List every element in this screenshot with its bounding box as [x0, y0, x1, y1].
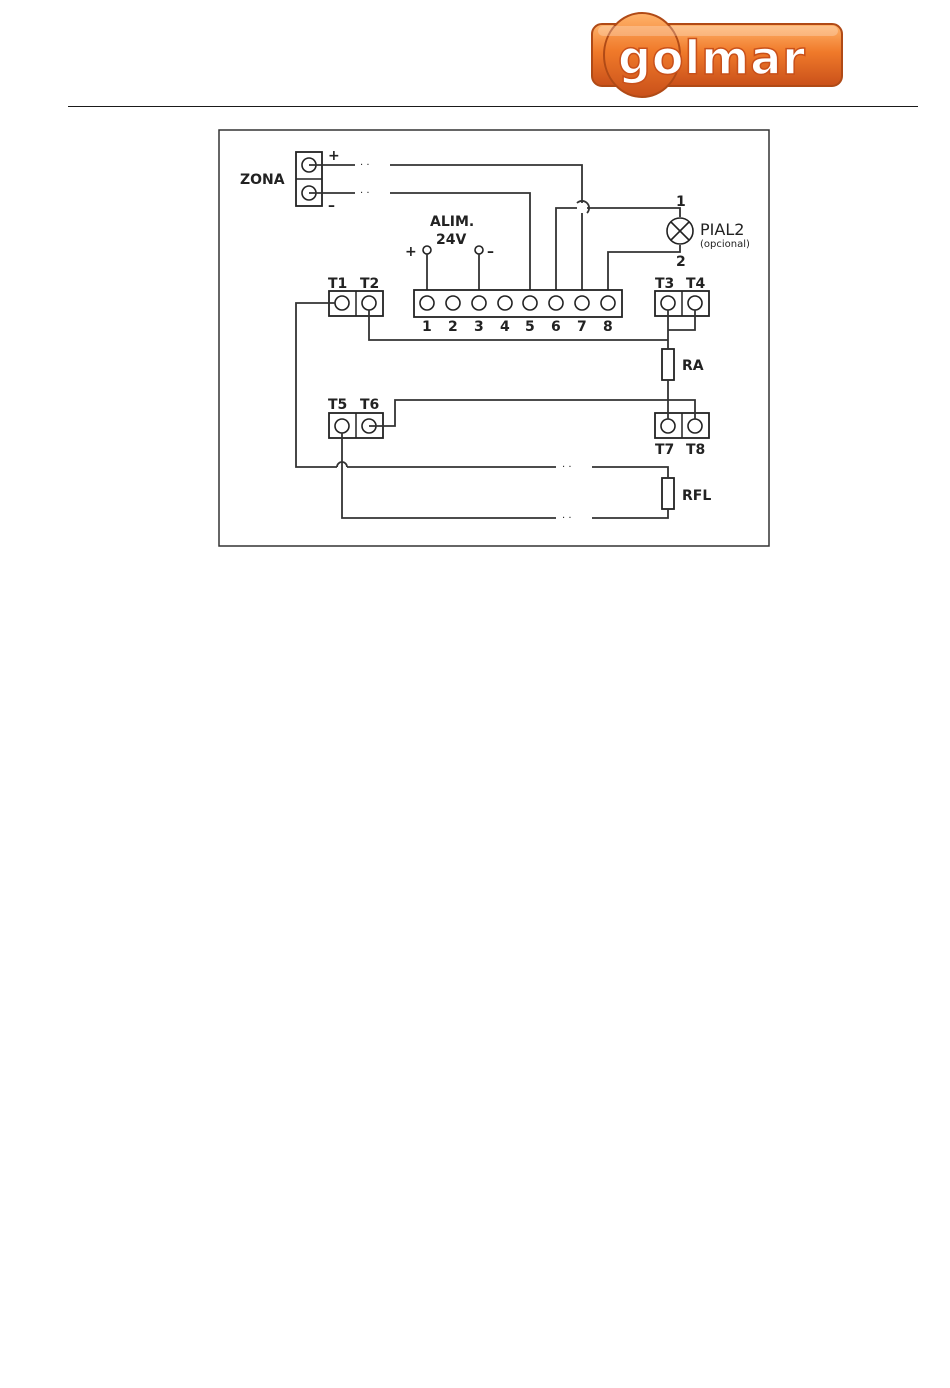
zona-minus-sign: – — [328, 198, 335, 214]
rfl-label: RFL — [682, 488, 711, 504]
wiring-diagram: ZONA + – · · · · 1 2 PIAL2 (opcional) AL… — [0, 0, 950, 600]
zona-label: ZONA — [240, 172, 285, 188]
block-terminal — [601, 296, 615, 310]
pin-label: 3 — [474, 319, 484, 335]
alim-minus-terminal — [475, 246, 483, 254]
terminal-block-pins: 1 2 3 4 5 6 7 8 — [422, 319, 613, 335]
zona-plus-break: · · — [360, 160, 370, 171]
t7-terminal — [661, 419, 675, 433]
lamp-name: PIAL2 — [700, 220, 744, 239]
pin-label: 6 — [551, 319, 561, 335]
rfl-bottom-break: · · — [562, 513, 572, 524]
t5-terminal — [335, 419, 349, 433]
block-terminal — [575, 296, 589, 310]
t4-terminal — [688, 296, 702, 310]
block-terminal — [498, 296, 512, 310]
t8-label: T8 — [686, 442, 705, 458]
zona-plus-sign: + — [328, 148, 340, 164]
t2-label: T2 — [360, 276, 379, 292]
alim-plus-terminal — [423, 246, 431, 254]
pin-label: 7 — [577, 319, 587, 335]
t6-wire — [369, 400, 668, 426]
t7-label: T7 — [655, 442, 674, 458]
pin-label: 5 — [525, 319, 535, 335]
t4-label: T4 — [686, 276, 706, 292]
block-terminal — [420, 296, 434, 310]
rfl-top-break: · · — [562, 462, 572, 473]
alim-voltage: 24V — [436, 232, 466, 248]
lamp-note: (opcional) — [700, 239, 750, 250]
t1-label: T1 — [328, 276, 347, 292]
pin-label: 8 — [603, 319, 613, 335]
alim-plus: + — [405, 244, 417, 260]
t5-label: T5 — [328, 397, 347, 413]
alim-title: ALIM. — [430, 214, 474, 230]
t3-label: T3 — [655, 276, 674, 292]
rfl-resistor — [662, 478, 674, 509]
block-terminal — [549, 296, 563, 310]
pin-label: 2 — [448, 319, 458, 335]
t6-label: T6 — [360, 397, 379, 413]
lamp-pin-2: 2 — [676, 254, 686, 270]
t8-terminal — [688, 419, 702, 433]
pin-label: 1 — [422, 319, 432, 335]
ra-label: RA — [682, 358, 704, 374]
t3-terminal — [661, 296, 675, 310]
t2-terminal — [362, 296, 376, 310]
block-terminal — [446, 296, 460, 310]
block-terminal — [523, 296, 537, 310]
t1-terminal — [335, 296, 349, 310]
alim-minus: – — [487, 244, 494, 260]
terminal-block — [414, 290, 622, 317]
ra-resistor — [662, 349, 674, 380]
pin-label: 4 — [500, 319, 510, 335]
t5-loop-wire — [342, 433, 668, 518]
lamp-pin-1: 1 — [676, 194, 686, 210]
zona-minus-break: · · — [360, 188, 370, 199]
block-terminal — [472, 296, 486, 310]
